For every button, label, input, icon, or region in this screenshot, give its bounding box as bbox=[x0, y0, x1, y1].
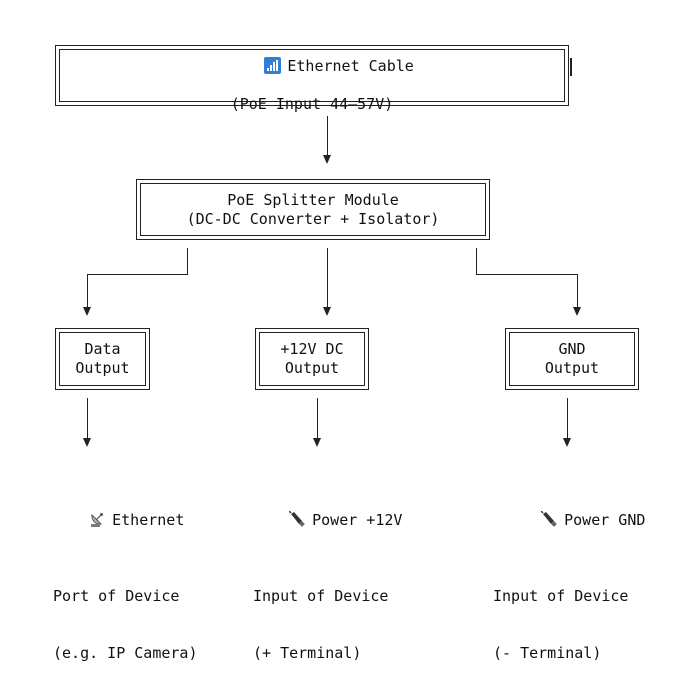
splitter-subtitle: (DC-DC Converter + Isolator) bbox=[186, 209, 440, 228]
connector-line bbox=[87, 274, 188, 275]
connector-line bbox=[327, 116, 328, 155]
arrow-head bbox=[313, 438, 321, 447]
data-output-line1: Data bbox=[84, 340, 121, 358]
ethernet-cable-title: Ethernet Cable bbox=[287, 56, 414, 75]
ethernet-port-line3: (e.g. IP Camera) bbox=[53, 644, 198, 662]
arrow-head bbox=[563, 438, 571, 447]
connector-line bbox=[577, 274, 578, 307]
gnd-input-line1: Power GND bbox=[564, 511, 646, 529]
power-output-node: +12V DC Output bbox=[255, 328, 369, 390]
connector-line bbox=[327, 248, 328, 307]
arrow-head bbox=[323, 155, 331, 164]
gnd-input-line3: (- Terminal) bbox=[493, 644, 602, 662]
arrow-head bbox=[573, 307, 581, 316]
box-edge-mark bbox=[570, 58, 572, 76]
power-output-line1: +12V DC bbox=[280, 340, 344, 358]
power-input-line3: (+ Terminal) bbox=[253, 644, 362, 662]
data-output-node: Data Output bbox=[55, 328, 150, 390]
signal-icon bbox=[264, 56, 282, 74]
arrow-head bbox=[83, 438, 91, 447]
ethernet-cable-subtitle: (PoE Input 44–57V) bbox=[230, 94, 394, 113]
gnd-input-label: Power GND Input of Device (- Terminal) bbox=[493, 454, 645, 682]
power-input-line1: Power +12V bbox=[312, 511, 403, 529]
satellite-dish-icon bbox=[91, 513, 104, 527]
connector-line bbox=[476, 274, 577, 275]
splitter-title: PoE Splitter Module bbox=[227, 190, 399, 209]
ethernet-cable-node: Ethernet Cable (PoE Input 44–57V) bbox=[55, 45, 569, 113]
gnd-output-line1: GND bbox=[558, 340, 586, 358]
plug-icon bbox=[289, 511, 305, 527]
connector-line bbox=[476, 248, 477, 275]
arrow-head bbox=[83, 307, 91, 316]
power-input-label: Power +12V Input of Device (+ Terminal) bbox=[253, 454, 402, 682]
gnd-output-node: GND Output bbox=[505, 328, 639, 390]
power-input-line2: Input of Device bbox=[253, 587, 389, 605]
power-output-line2: Output bbox=[284, 359, 340, 377]
connector-line bbox=[317, 398, 318, 438]
gnd-input-line2: Input of Device bbox=[493, 587, 629, 605]
gnd-output-line2: Output bbox=[544, 359, 600, 377]
splitter-node: PoE Splitter Module (DC-DC Converter + I… bbox=[136, 179, 490, 240]
ethernet-port-label: Ethernet Port of Device (e.g. IP Camera) bbox=[53, 454, 198, 682]
plug-icon bbox=[541, 511, 557, 527]
connector-line bbox=[87, 398, 88, 438]
connector-line bbox=[87, 274, 88, 307]
data-output-line2: Output bbox=[75, 359, 130, 377]
connector-line bbox=[567, 398, 568, 438]
arrow-head bbox=[323, 307, 331, 316]
connector-line bbox=[187, 248, 188, 275]
ethernet-port-line2: Port of Device bbox=[53, 587, 180, 605]
ethernet-port-line1: Ethernet bbox=[112, 511, 185, 529]
